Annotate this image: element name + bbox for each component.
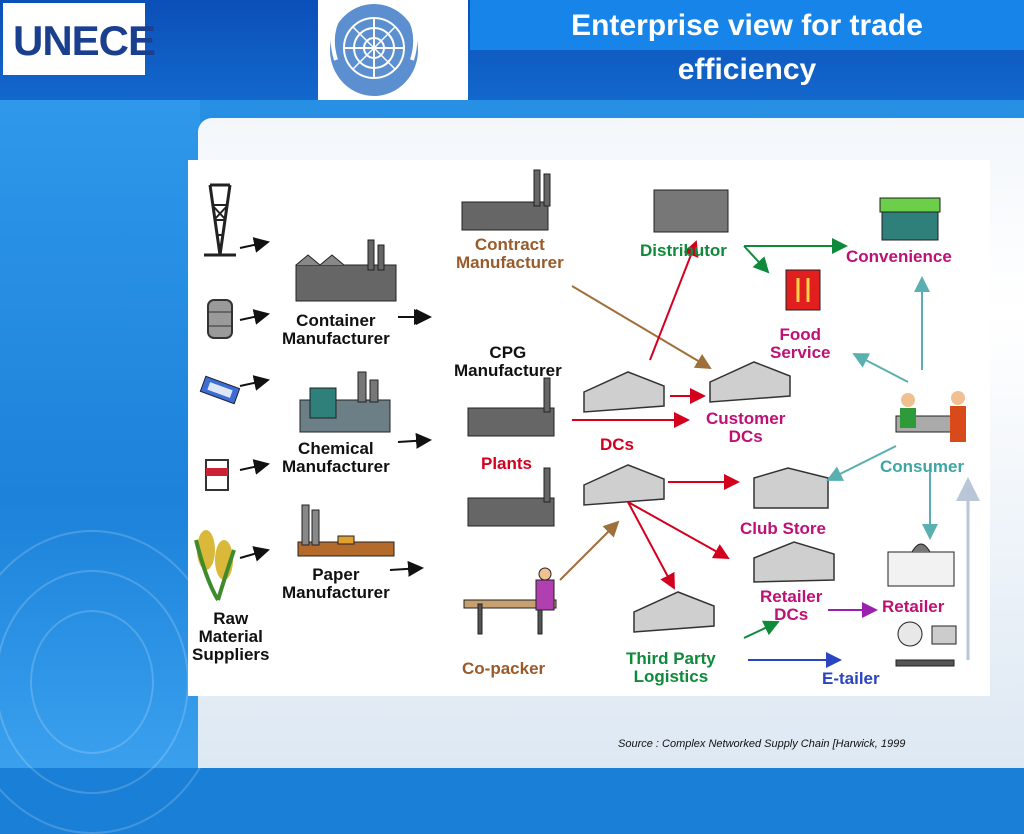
title-line-2: efficiency	[677, 53, 817, 86]
distributor-building-icon	[653, 189, 729, 233]
title-line-1: Enterprise view for trade	[571, 9, 923, 42]
paper-label-line1: Paper	[312, 565, 360, 584]
chemical-manufacturer-label: Chemical Manufacturer	[282, 440, 390, 476]
plants-factory-icon	[467, 467, 555, 527]
customer-dcs-label: Customer DCs	[706, 410, 785, 446]
supply-chain-diagram: Container Manufacturer Chemical Manufact…	[188, 160, 990, 696]
club-store-label: Club Store	[740, 519, 826, 538]
container-manufacturer-label: Container Manufacturer	[282, 312, 390, 348]
dc-warehouse-icons	[583, 361, 835, 633]
copacker-label: Co-packer	[462, 659, 546, 678]
corn-icon	[194, 530, 236, 602]
dcs-label: DCs	[600, 435, 635, 454]
cpg-label-line2: Manufacturer	[454, 361, 562, 380]
contract-manufacturer-label: Contract Manufacturer	[456, 236, 564, 272]
convenience-store-icon	[879, 197, 941, 241]
retailer-dcs-label: Retailer DCs	[760, 588, 822, 624]
un-watermark-ring-inner	[30, 610, 154, 754]
cpg-manufacturer-label: CPG Manufacturer	[454, 344, 562, 380]
retailer-dcs-line1: Retailer	[760, 587, 823, 606]
paper-manufacturer-label: Paper Manufacturer	[282, 566, 390, 602]
food-service-icon	[785, 269, 821, 311]
chemical-label-line2: Manufacturer	[282, 457, 390, 476]
copacker-icon	[463, 567, 557, 635]
retailer-building-icon	[887, 543, 955, 587]
retailer-label: Retailer	[882, 597, 945, 616]
etailer-computer-icon	[895, 621, 957, 667]
page-title: Enterprise view for trade efficiency	[470, 4, 1024, 92]
third-party-line1: Third Party	[626, 649, 716, 668]
raw-label-line1: Raw	[213, 609, 249, 628]
third-party-line2: Logistics	[633, 667, 709, 686]
source-caption: Source : Complex Networked Supply Chain …	[618, 738, 906, 750]
chemical-factory-icon	[299, 371, 391, 433]
logo-text: UNECE	[13, 17, 156, 64]
food-service-label: Food Service	[770, 326, 831, 362]
consumer-label: Consumer	[880, 457, 965, 476]
contract-factory-icon	[461, 169, 551, 231]
food-service-line1: Food	[779, 325, 822, 344]
contract-label-line1: Contract	[474, 235, 545, 254]
oil-derrick-icon	[204, 183, 236, 257]
un-emblem-icon	[318, 0, 468, 100]
consumer-icon	[895, 391, 966, 442]
cpg-factory-icon	[467, 377, 555, 437]
raw-material-suppliers-label: Raw Material Suppliers	[192, 610, 269, 664]
pipe-module-icon	[199, 375, 241, 405]
customer-dcs-line2: DCs	[728, 427, 763, 446]
retailer-dcs-line2: DCs	[774, 605, 809, 624]
cpg-label-line1: CPG	[489, 343, 527, 362]
container-label-line2: Manufacturer	[282, 329, 390, 348]
chemical-drum-icon	[205, 459, 229, 491]
contract-label-line2: Manufacturer	[456, 253, 564, 272]
paper-label-line2: Manufacturer	[282, 583, 390, 602]
etailer-label: E-tailer	[822, 669, 880, 688]
title-box	[470, 0, 1024, 50]
customer-dcs-line1: Customer	[706, 409, 786, 428]
third-party-logistics-label: Third Party Logistics	[626, 650, 716, 686]
unece-logo: UNECE	[3, 3, 156, 75]
chemical-label-line1: Chemical	[298, 439, 374, 458]
paper-mill-icon	[297, 504, 395, 557]
raw-label-line2: Material	[198, 627, 263, 646]
container-factory-icon	[295, 239, 397, 302]
raw-label-line3: Suppliers	[192, 645, 270, 664]
left-panel	[0, 100, 224, 834]
diagram-graphics	[194, 169, 980, 668]
convenience-label: Convenience	[846, 247, 952, 266]
container-label-line1: Container	[296, 311, 376, 330]
distributor-label: Distributor	[640, 241, 727, 260]
barrel-icon	[207, 299, 233, 339]
food-service-line2: Service	[770, 343, 831, 362]
plants-label: Plants	[481, 454, 533, 473]
